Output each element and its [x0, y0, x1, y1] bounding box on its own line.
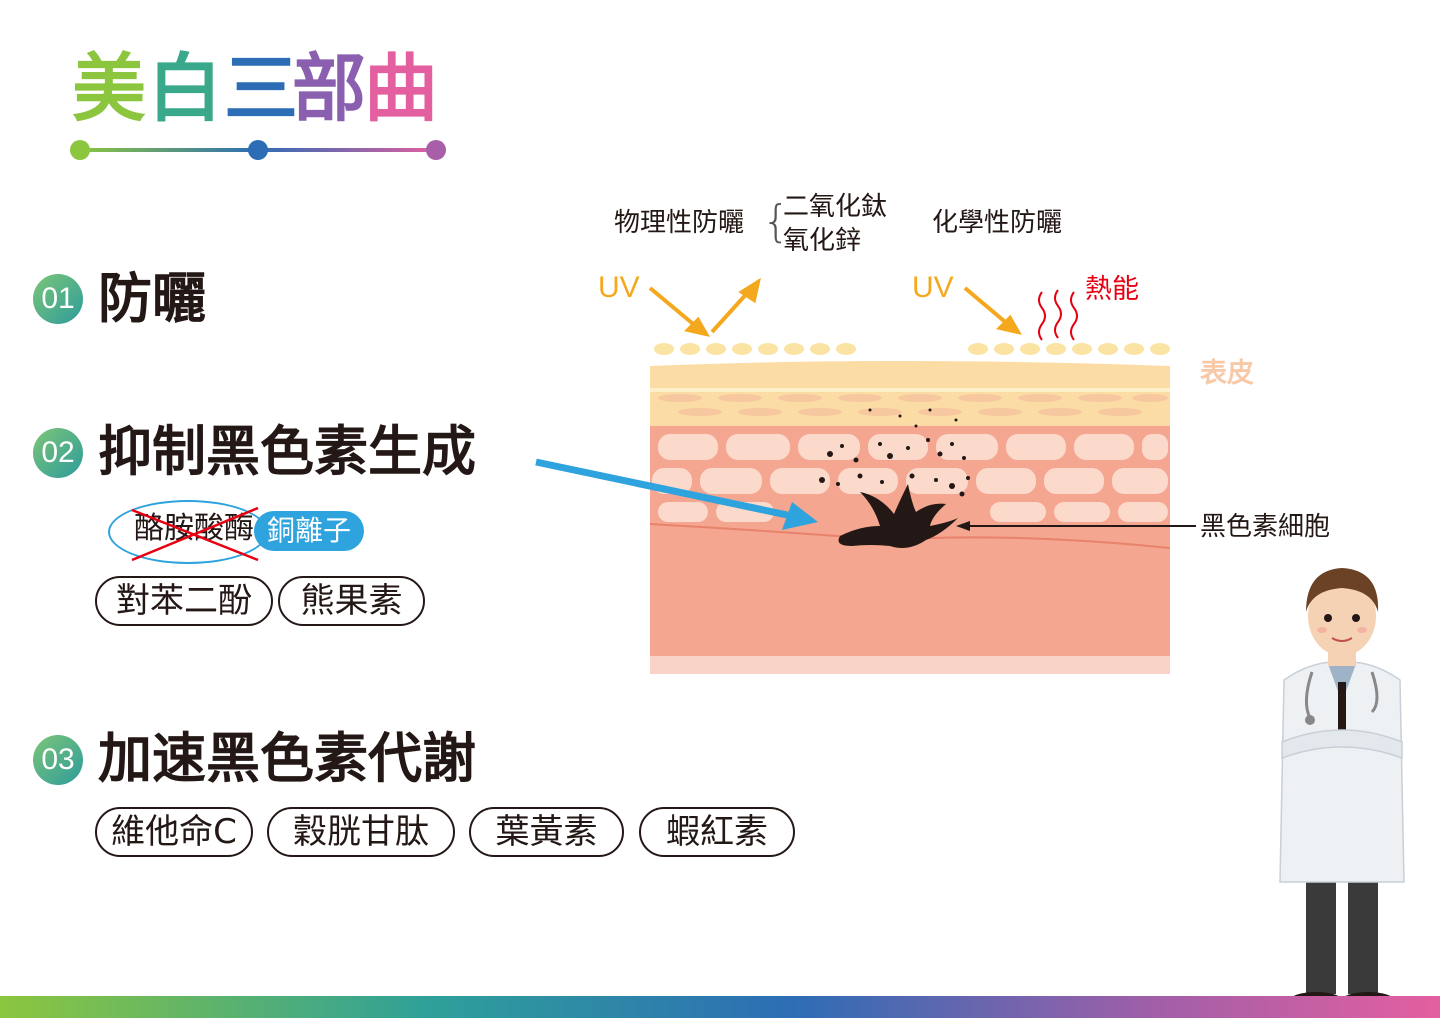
melanin-dots	[819, 408, 970, 497]
section-number-badge: 01	[33, 274, 83, 324]
uv-arrows	[648, 277, 1022, 337]
section-number-badge: 03	[33, 735, 83, 785]
section-title: 防曬	[98, 267, 206, 330]
section-title: 抑制黑色素生成	[98, 420, 476, 483]
uv-label: UV	[598, 271, 640, 304]
ingredient-label: 二氧化鈦	[783, 192, 888, 222]
title-underline	[70, 140, 446, 160]
title-char: 三	[224, 46, 298, 132]
ingredient-label: 氧化鋅	[783, 226, 862, 256]
physical-sunscreen-label: 物理性防曬	[614, 208, 745, 238]
chemical-sunscreen-label: 化學性防曬	[932, 208, 1063, 238]
title-char: 白	[148, 46, 222, 132]
ingredient-pill: 維他命C	[95, 807, 253, 857]
ingredient-pill: 對苯二酚	[95, 576, 273, 626]
title-char: 曲	[364, 46, 438, 132]
brace-icon: {	[762, 196, 790, 247]
section-title: 加速黑色素代謝	[98, 727, 476, 790]
doctor-illustration	[1279, 568, 1405, 1008]
ingredient-pill: 葉黃素	[469, 807, 624, 857]
heat-label: 熱能	[1085, 274, 1139, 305]
bottom-gradient-bar	[0, 996, 1440, 1018]
title-char: 美	[72, 46, 146, 132]
ingredient-pill: 穀胱甘肽	[267, 807, 455, 857]
uv-label: UV	[912, 271, 954, 304]
title-char: 部	[292, 46, 366, 132]
epidermis-label: 表皮	[1200, 358, 1254, 389]
heat-wave-icon	[1038, 289, 1078, 341]
melanocyte-label: 黑色素細胞	[1200, 512, 1331, 542]
ingredient-pill: 蝦紅素	[639, 807, 795, 857]
blue-arrow-icon	[535, 458, 818, 530]
section-number-badge: 02	[33, 428, 83, 478]
cross-mark-icon	[131, 506, 259, 562]
sunscreen-particles	[654, 343, 1170, 355]
highlight-badge: 銅離子	[254, 511, 364, 551]
ingredient-pill: 熊果素	[278, 576, 425, 626]
melanocyte-cell	[838, 484, 958, 548]
